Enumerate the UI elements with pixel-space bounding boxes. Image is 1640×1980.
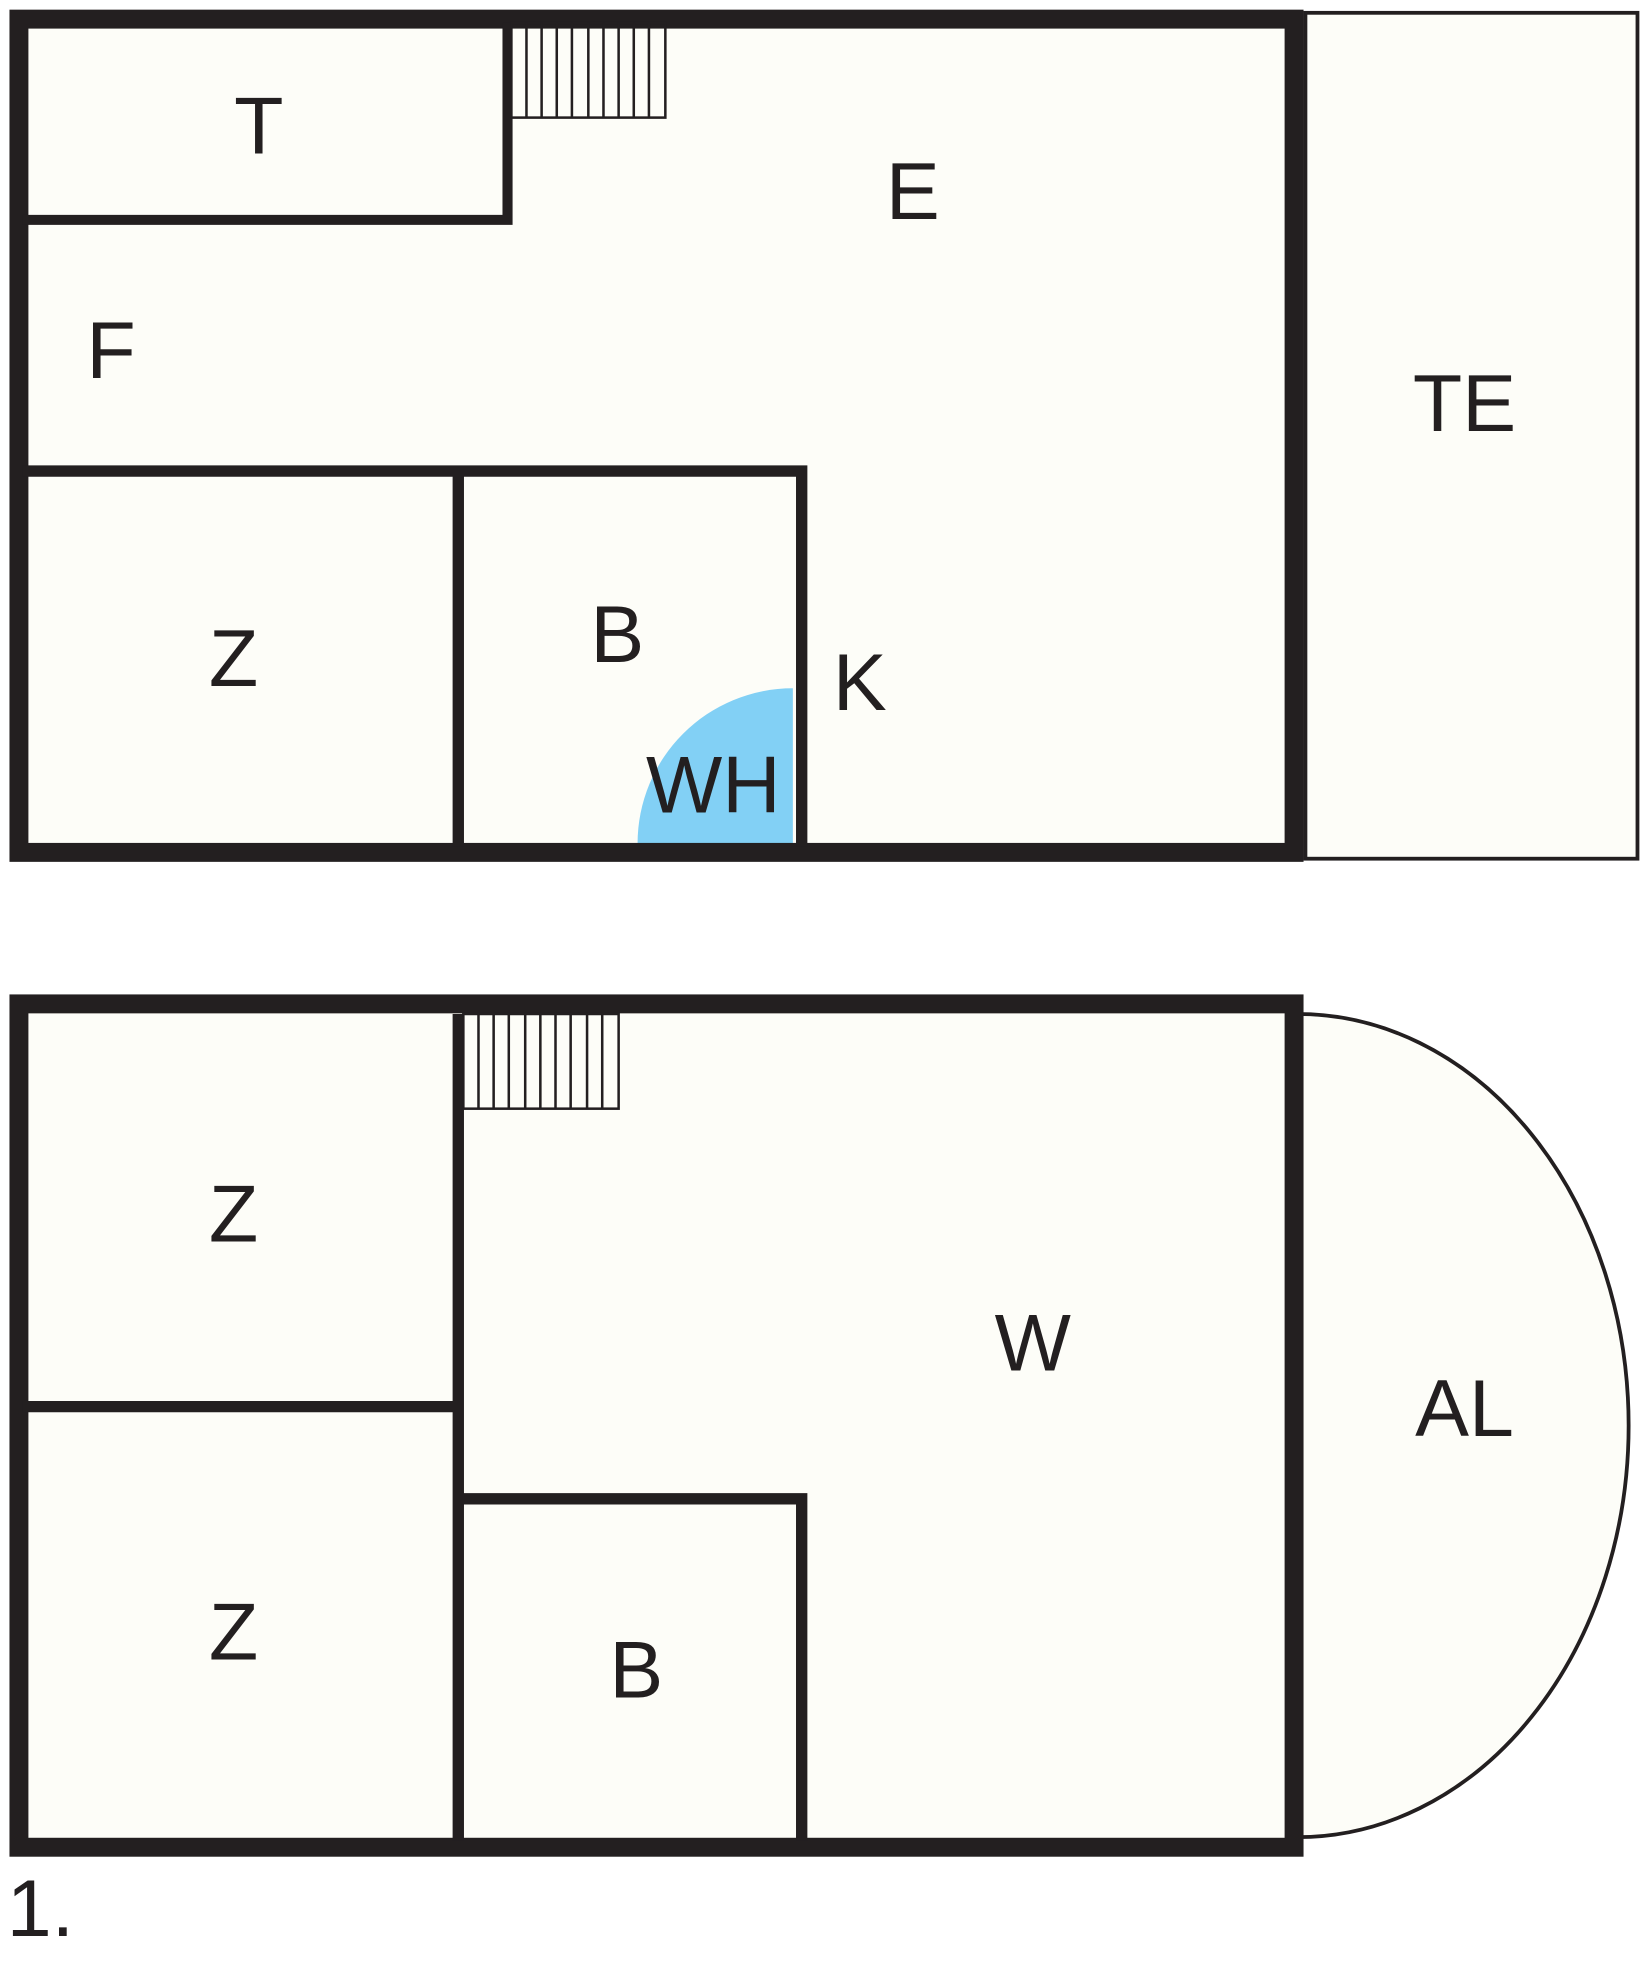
room-label-w: W (995, 1299, 1071, 1389)
room-label-b: B (590, 590, 644, 680)
room-label-z1: Z (209, 1170, 258, 1260)
upper-outer-wall (9, 9, 1304, 862)
upper-stairs-icon (510, 21, 667, 119)
room-label-wh: WH (646, 740, 781, 830)
room-label-z2: Z (209, 1588, 258, 1678)
room-label-k: K (833, 638, 887, 728)
floor-number-label: 1. (7, 1864, 74, 1954)
lower-floor: Z Z W B AL 1. (7, 994, 1631, 1954)
lower-inner-walls (22, 1013, 808, 1841)
room-label-b-lower: B (609, 1625, 663, 1715)
upper-inner-walls (22, 465, 808, 847)
room-label-z: Z (209, 614, 258, 704)
upper-floor: T E F TE Z B K WH (9, 9, 1640, 862)
room-label-te: TE (1413, 359, 1516, 449)
t-room-wall (22, 22, 513, 225)
upper-floor-area (18, 19, 1295, 853)
room-label-f: F (86, 306, 135, 396)
balcony-outline (1297, 1012, 1631, 1840)
room-label-t: T (234, 81, 283, 171)
terrace-outline (1303, 10, 1640, 861)
room-label-e: E (886, 147, 940, 237)
lower-floor-area (18, 1003, 1295, 1848)
lower-stairs-icon (462, 1012, 620, 1110)
water-heater-area (637, 688, 793, 844)
lower-outer-wall (9, 994, 1304, 1857)
room-label-al: AL (1415, 1364, 1514, 1454)
